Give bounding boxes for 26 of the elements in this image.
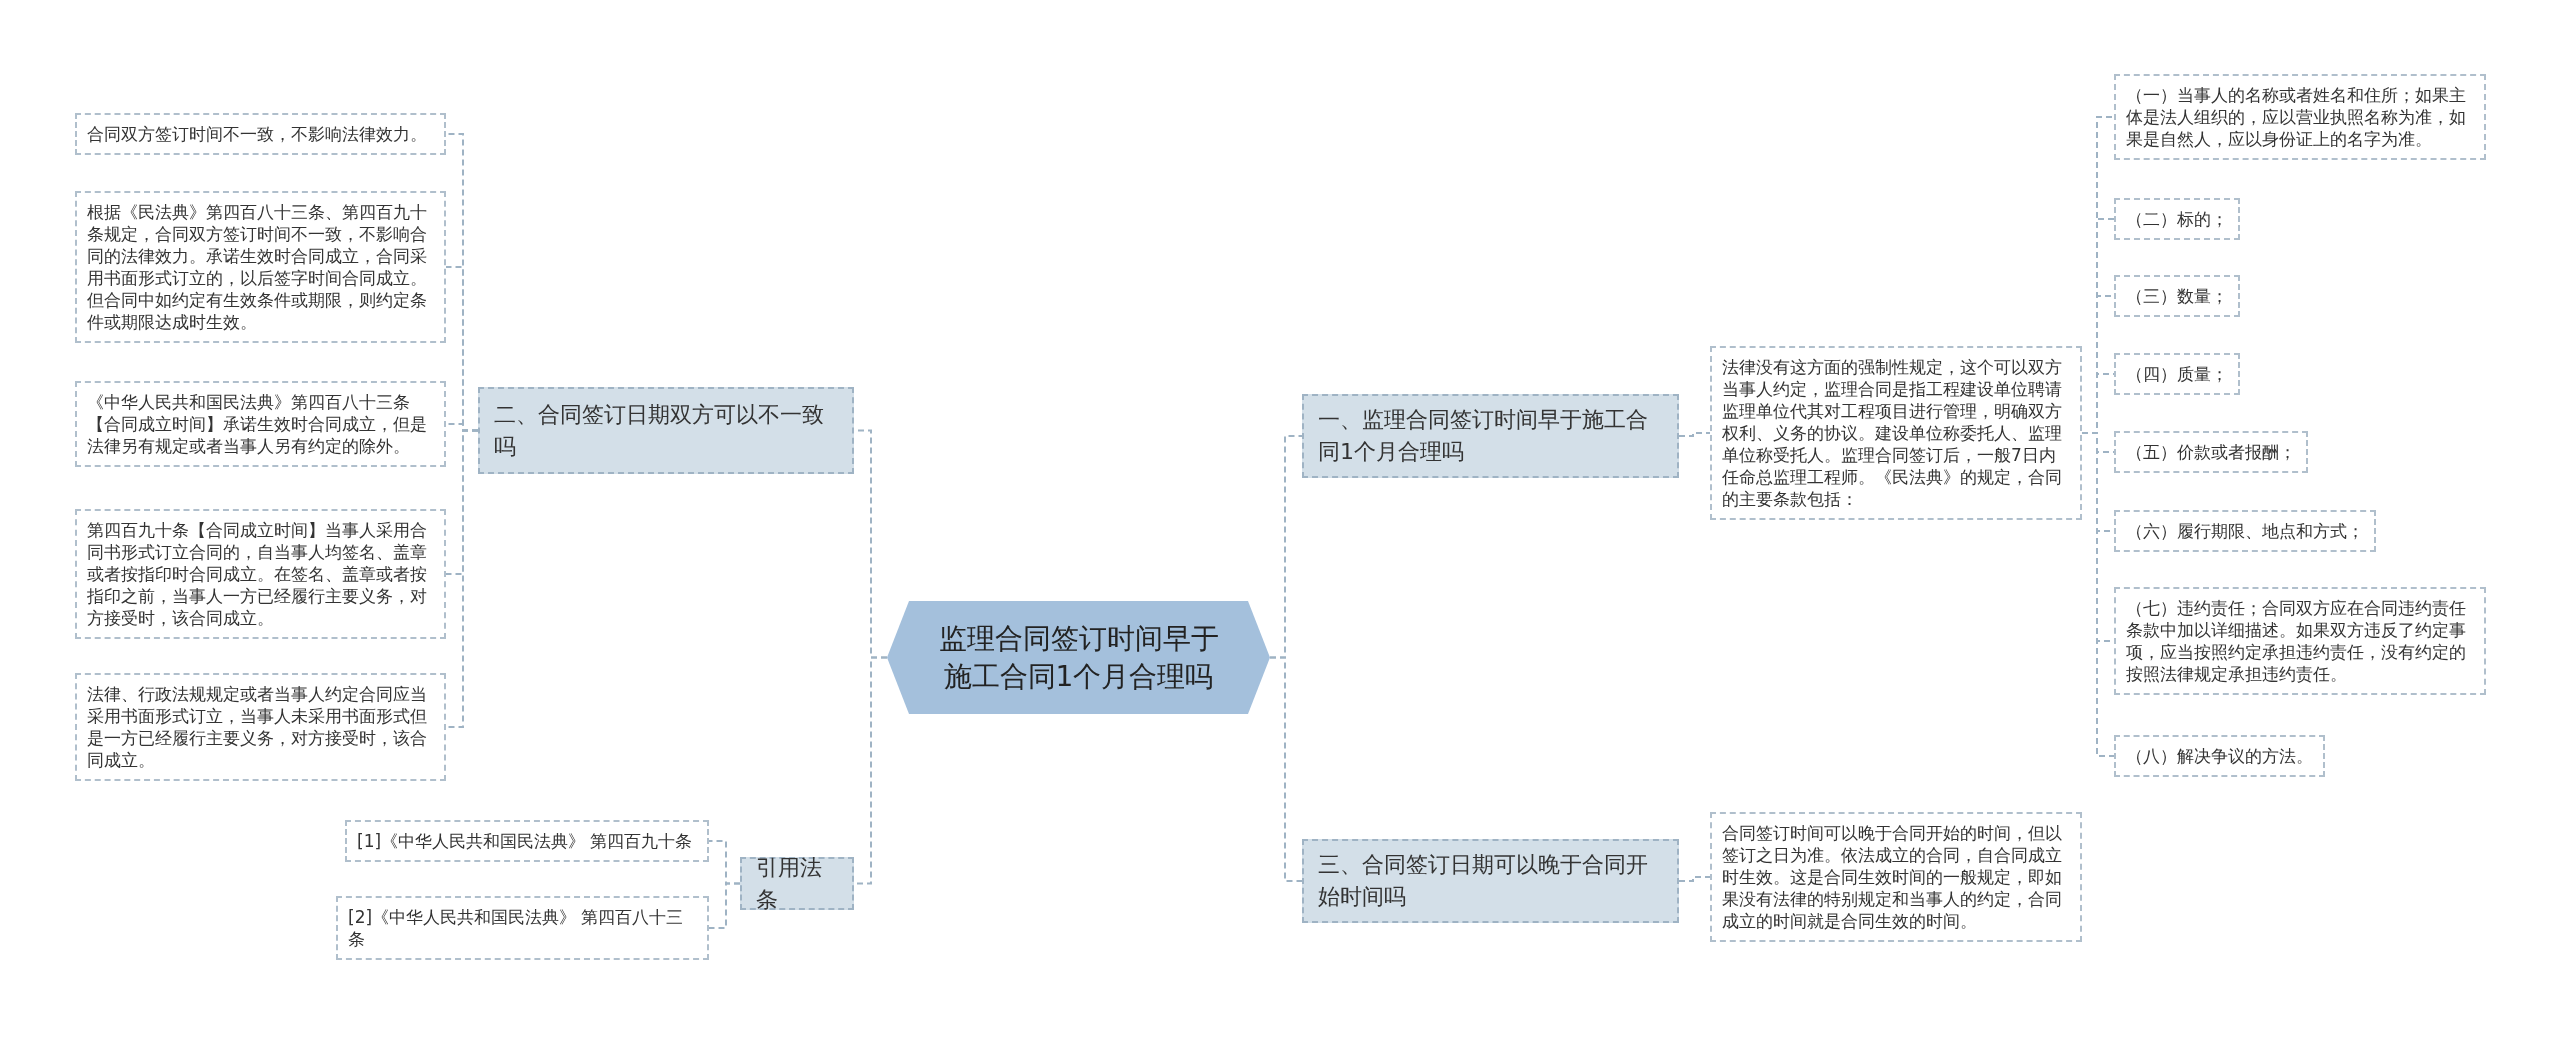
note-box: （三）数量； [2114, 275, 2240, 317]
note-box: [1]《中华人民共和国民法典》 第四百九十条 [345, 820, 709, 862]
note-box: 合同双方签订时间不一致，不影响法律效力。 [75, 113, 446, 155]
note-box: 第四百九十条【合同成立时间】当事人采用合同书形式订立合同的，自当事人均签名、盖章或者按指印时合同成立。在签名、盖章或者按指印之前，当事人一方已经履行主要义务，对方接受时，该合同成立。 [75, 509, 446, 639]
note-box: 法律没有这方面的强制性规定，这个可以双方当事人约定，监理合同是指工程建设单位聘请监理单位代其对工程项目进行管理，明确双方权利、义务的协议。建设单位称委托人、监理单位称受托人。监理合同签订后，一般7日内任命总监理工程师。《民法典》的规定，合同的主要条款包括： [1710, 346, 2082, 520]
branch-box: 一、监理合同签订时间早于施工合同1个月合理吗 [1302, 394, 1679, 478]
connector-line [708, 882, 741, 929]
note-box: [2]《中华人民共和国民法典》 第四百八十三条 [336, 896, 709, 960]
note-box: （六）履行期限、地点和方式； [2114, 510, 2376, 552]
note-box: （二）标的； [2114, 198, 2240, 240]
note-box: 根据《民法典》第四百八十三条、第四百九十条规定，合同双方签订时间不一致，不影响合同的法律效力。承诺生效时合同成立，合同采用书面形式订立的，以后签字时间合同成立。但合同中如约定有生效条件或期限，则约定条件或期限达成时生效。 [75, 191, 446, 343]
note-box: （四）质量； [2114, 353, 2240, 395]
connector-line [1678, 876, 1711, 882]
note-box: （七）违约责任；合同双方应在合同违约责任条款中加以详细描述。如果双方违反了约定事项，应当按照约定承担违约责任，没有约定的按照法律规定承担违约责任。 [2114, 587, 2486, 695]
branch-box: 三、合同签订日期可以晚于合同开始时间吗 [1302, 839, 1679, 923]
connector-line [2081, 432, 2115, 757]
note-box: 合同签订时间可以晚于合同开始的时间，但以签订之日为准。依法成立的合同，自合同成立时生效。这是合同生效时间的一般规定，即如果没有法律的特别规定和当事人的约定，合同成立的时间就是合同生效的时间。 [1710, 812, 2082, 942]
note-box: （一）当事人的名称或者姓名和住所；如果主体是法人组织的，应以营业执照名称为准，如果是自然人，应以身份证上的名字为准。 [2114, 74, 2486, 160]
note-box: （五）价款或者报酬； [2114, 431, 2308, 473]
note-box: 法律、行政法规规定或者当事人约定合同应当采用书面形式订立，当事人未采用书面形式但是一方已经履行主要义务，对方接受时，该合同成立。 [75, 673, 446, 781]
note-box: 《中华人民共和国民法典》第四百八十三条【合同成立时间】承诺生效时合同成立，但是法律另有规定或者当事人另有约定的除外。 [75, 381, 446, 467]
connector-line [1678, 432, 1711, 437]
branch-box: 引用法条 [740, 857, 854, 910]
branch-box: 二、合同签订日期双方可以不一致吗 [478, 387, 854, 474]
note-box: （八）解决争议的方法。 [2114, 735, 2325, 777]
connector-line [1269, 656, 1303, 882]
